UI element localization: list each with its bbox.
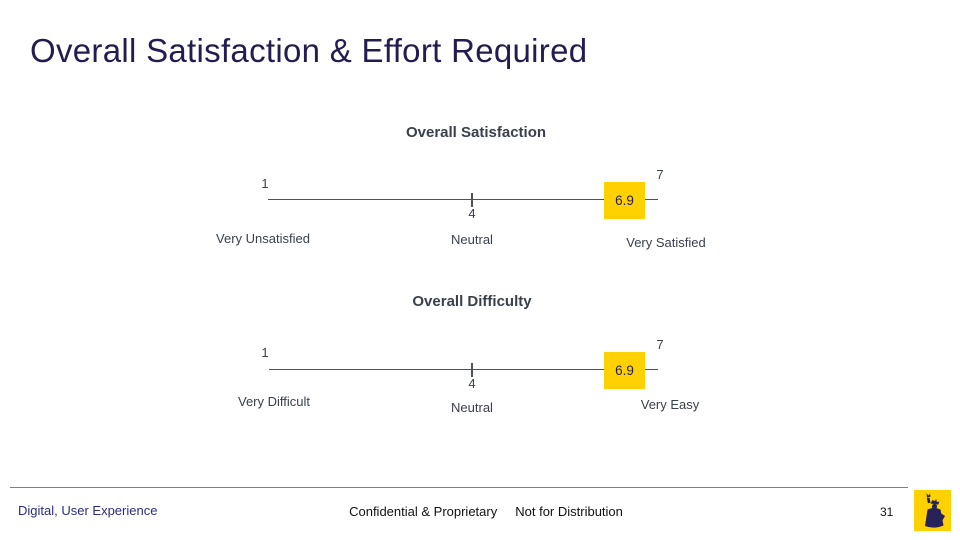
difficulty-value-marker: 6.9 <box>604 352 645 389</box>
satisfaction-mid-tick-mark <box>471 193 473 207</box>
footer-department-label: Digital, User Experience <box>18 503 158 518</box>
difficulty-mid-tick-mark <box>471 363 473 377</box>
difficulty-min-tick: 1 <box>261 345 269 360</box>
satisfaction-value-marker: 6.9 <box>604 182 645 219</box>
satisfaction-mid-label: Neutral <box>451 232 493 247</box>
slide-title: Overall Satisfaction & Effort Required <box>30 32 588 69</box>
difficulty-max-tick: 7 <box>656 337 664 352</box>
confidential-text: Confidential & Proprietary <box>349 504 498 519</box>
satisfaction-min-label: Very Unsatisfied <box>216 231 310 246</box>
satisfaction-max-tick: 7 <box>656 167 664 182</box>
difficulty-min-label: Very Difficult <box>237 394 310 409</box>
satisfaction-scale-line <box>268 199 658 200</box>
satisfaction-min-tick: 1 <box>261 176 269 191</box>
distribution-text: Not for Distribution <box>515 504 623 519</box>
difficulty-mid-label: Neutral <box>451 400 493 415</box>
difficulty-scale-line <box>269 369 658 370</box>
satisfaction-chart-title: Overall Satisfaction <box>405 124 547 141</box>
footer-divider <box>10 487 908 488</box>
page-number: 31 <box>880 505 894 519</box>
satisfaction-max-label: Very Satisfied <box>626 235 706 250</box>
difficulty-max-label: Very Easy <box>640 397 700 412</box>
difficulty-chart-title: Overall Difficulty <box>412 293 532 310</box>
liberty-statue-logo-icon <box>914 490 951 531</box>
difficulty-mid-tick: 4 <box>468 376 476 391</box>
satisfaction-mid-tick: 4 <box>468 206 476 221</box>
footer-confidentiality-notice: Confidential & Proprietary Not for Distri… <box>6 504 960 519</box>
